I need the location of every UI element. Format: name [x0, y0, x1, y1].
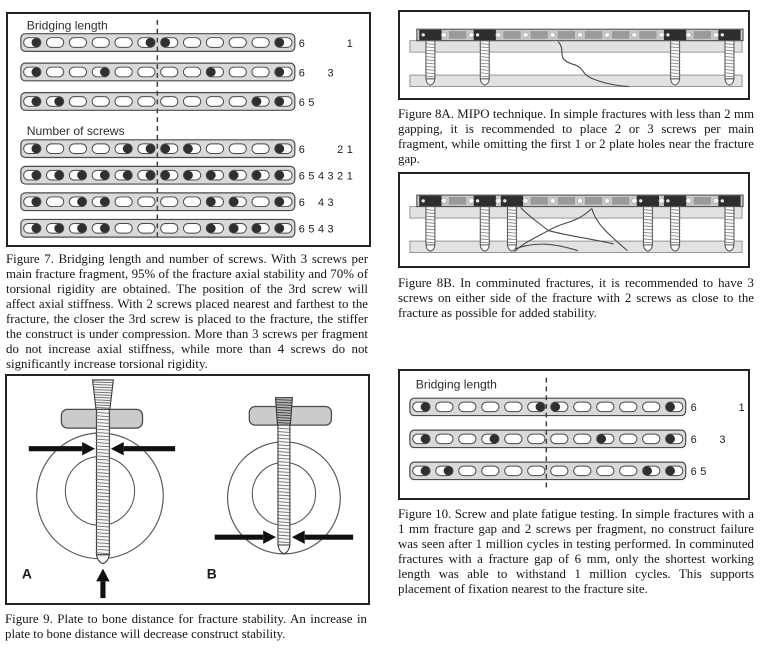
screw-position-label: 3	[328, 197, 334, 209]
figure10-caption: Figure 10. Screw and plate fatigue testi…	[398, 507, 754, 596]
screw-position-label: 4	[318, 224, 324, 236]
screw-position-label: 1	[347, 144, 353, 156]
screw-position-label: 1	[347, 171, 353, 183]
screw-position-label: 2	[337, 171, 343, 183]
screw-position-label: 1	[347, 38, 353, 50]
screw-position-label: 2	[337, 144, 343, 156]
screw-position-label: 3	[328, 171, 334, 183]
bone-label-a: A	[22, 566, 32, 581]
screw-position-label: 6	[299, 67, 305, 79]
screw-position-label: 6	[691, 466, 697, 478]
figure8b-caption: Figure 8B. In comminuted fractures, it i…	[398, 276, 754, 320]
screw-position-label: 6	[299, 144, 305, 156]
screw-position-label: 6	[299, 224, 305, 236]
screw-position-label: 1	[739, 402, 745, 414]
figure8a-mipo-simple-fracture-diagram	[398, 10, 750, 100]
screw-position-label: 4	[318, 171, 324, 183]
screw-position-label: 6	[299, 97, 305, 109]
figure8a-caption: Figure 8A. MIPO technique. In simple fra…	[398, 107, 754, 166]
screw-position-label: 3	[328, 67, 334, 79]
plate-section-title: Bridging length	[27, 19, 108, 33]
screw-position-label: 6	[691, 434, 697, 446]
screw-position-label: 3	[719, 434, 725, 446]
screw-position-label: 5	[308, 171, 314, 183]
screw-position-label: 3	[328, 224, 334, 236]
plate-section-title: Number of screws	[27, 124, 125, 138]
bone-label-b: B	[207, 566, 217, 581]
fig8a-svg	[409, 28, 744, 88]
screw-position-label: 6	[299, 171, 305, 183]
screw-position-label: 4	[318, 197, 324, 209]
screw-position-label: 6	[299, 38, 305, 50]
screw-position-label: 6	[691, 402, 697, 414]
plate-section-title: Bridging length	[416, 378, 497, 392]
figure8b-comminuted-fracture-diagram	[398, 172, 750, 268]
fig8b-svg	[409, 194, 744, 254]
figure9-caption: Figure 9. Plate to bone distance for fra…	[5, 612, 367, 641]
figure7-caption: Figure 7. Bridging length and number of …	[6, 252, 368, 371]
screw-position-label: 5	[308, 97, 314, 109]
screw-position-label: 5	[308, 224, 314, 236]
screw-position-label: 6	[299, 197, 305, 209]
screw-position-label: 5	[700, 466, 706, 478]
